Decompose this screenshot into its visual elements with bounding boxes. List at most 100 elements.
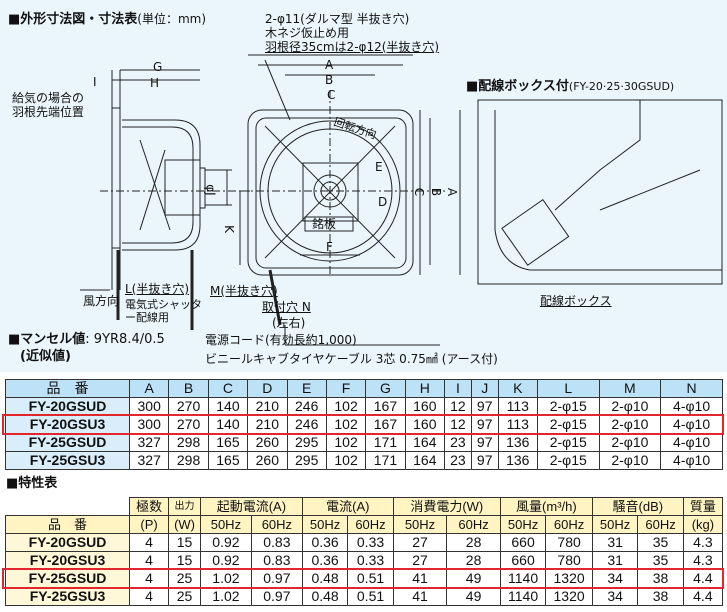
hole-note-3: 羽根径35cmは2-φ12(半抜き穴)	[265, 40, 440, 54]
table-cell: 2-φ10	[598, 397, 662, 416]
table-cell: 165	[207, 451, 249, 470]
table-cell: 164	[404, 451, 446, 470]
table-cell: 295	[286, 433, 327, 452]
table-cell: 27	[392, 551, 448, 570]
table-cell: 31	[591, 533, 639, 552]
sub-header: 60Hz	[545, 515, 593, 534]
table-cell: 298	[168, 451, 209, 470]
table-cell: 2-φ15	[536, 397, 600, 416]
blank-cell	[5, 497, 130, 516]
table-cell: 0.92	[199, 551, 252, 570]
table-cell: 1.02	[199, 569, 252, 588]
table-cell: 780	[545, 551, 593, 570]
table-cell: 0.97	[250, 587, 303, 606]
m-hole-label: M(半抜き穴)	[210, 284, 278, 298]
table-cell: 102	[325, 451, 367, 470]
supply-label-2: 羽根先端位置	[12, 105, 85, 119]
table-cell: 780	[545, 533, 593, 552]
column-header: N	[660, 379, 723, 398]
dimension-title: ■外形寸法図・寸法表(単位：mm)	[8, 12, 207, 27]
table-cell: 0.48	[301, 569, 349, 588]
column-header: K	[497, 379, 538, 398]
table-cell: 327	[128, 451, 170, 470]
table-cell: 300	[128, 397, 170, 416]
table-cell: 23	[444, 451, 472, 470]
table-cell: 28	[446, 551, 501, 570]
table-cell: 2-φ10	[598, 451, 662, 470]
group-header: 起動電流(A)	[199, 497, 303, 516]
table-cell: 38	[637, 587, 684, 606]
supply-label-1: 給気の場合の	[12, 91, 85, 105]
table-cell: 260	[247, 433, 288, 452]
table-cell: 0.36	[301, 533, 349, 552]
table-cell: 140	[207, 397, 249, 416]
table-cell: 140	[207, 415, 249, 434]
dim-k: K	[221, 225, 236, 233]
table-cell: 34	[591, 587, 639, 606]
table-cell: 660	[499, 551, 547, 570]
table-cell: 23	[444, 433, 472, 452]
table-cell: 25	[168, 569, 201, 588]
table-cell: 167	[365, 415, 406, 434]
table-cell: 102	[325, 397, 367, 416]
dim-e: E	[375, 160, 383, 174]
hole-note-1: 2-φ11(ダルマ型 半抜き穴)	[265, 12, 410, 26]
table-cell: 1320	[545, 569, 593, 588]
wiring-box-drawing	[477, 99, 723, 285]
sub-header: 50Hz	[591, 515, 639, 534]
table-cell: 2-φ10	[598, 433, 662, 452]
table-cell: 12	[444, 415, 472, 434]
drawing-area	[0, 0, 727, 372]
table-cell: 4	[128, 587, 170, 606]
table-cell: 260	[247, 451, 288, 470]
dim-a-side: A	[445, 187, 460, 197]
group-header: 電流(A)	[301, 497, 394, 516]
model-cell: FY-25GSU3	[5, 587, 130, 606]
group-header: 質量	[682, 497, 724, 516]
table-cell: 660	[499, 533, 547, 552]
table-cell: 113	[497, 415, 538, 434]
table-cell: 0.83	[250, 533, 303, 552]
cord-label-2: ビニールキャブタイヤケーブル 3芯 0.75㎟ (アース付)	[205, 352, 498, 366]
table-cell: 4.3	[682, 551, 724, 570]
group-header: 騒音(dB)	[591, 497, 684, 516]
dim-d: D	[378, 195, 388, 209]
table-cell: 210	[247, 415, 288, 434]
table-cell: 298	[168, 433, 209, 452]
dimension-drawing	[80, 54, 723, 346]
group-header: 出力	[168, 497, 201, 516]
table-cell: 136	[497, 433, 538, 452]
group-header: 極数	[128, 497, 170, 516]
front-view	[239, 54, 461, 346]
n-hole-sub: (左右)	[272, 316, 306, 330]
table-cell: 0.97	[250, 569, 303, 588]
dim-a: A	[325, 58, 334, 72]
sub-header: 50Hz	[199, 515, 252, 534]
group-header-row: 極数出力起動電流(A)電流(A)消費電力(W)風量(m³/h)騒音(dB)質量	[5, 497, 724, 516]
n-hole-label: 取付穴 N	[262, 300, 311, 314]
table-cell: 1320	[545, 587, 593, 606]
side-view	[80, 69, 250, 330]
dim-c: C	[327, 88, 336, 102]
table-cell: 41	[392, 587, 448, 606]
nameplate-label: 銘板	[312, 217, 337, 231]
table-cell: 15	[168, 551, 201, 570]
table-cell: 171	[365, 451, 406, 470]
table-cell: 0.83	[250, 551, 303, 570]
table-cell: 4	[128, 533, 170, 552]
model-cell: FY-20GSU3	[5, 551, 130, 570]
table-cell: 49	[446, 587, 501, 606]
dim-g: G	[153, 60, 163, 74]
highlight-box-spec	[2, 568, 724, 589]
table-cell: 97	[470, 397, 499, 416]
table-cell: 0.33	[347, 533, 394, 552]
model-cell: FY-20GSUD	[5, 533, 130, 552]
wiring-title: ■配線ボックス付(FY-20·25·30GSUD)	[466, 79, 675, 94]
dim-j: φJ	[203, 184, 218, 196]
table-cell: 160	[404, 415, 446, 434]
